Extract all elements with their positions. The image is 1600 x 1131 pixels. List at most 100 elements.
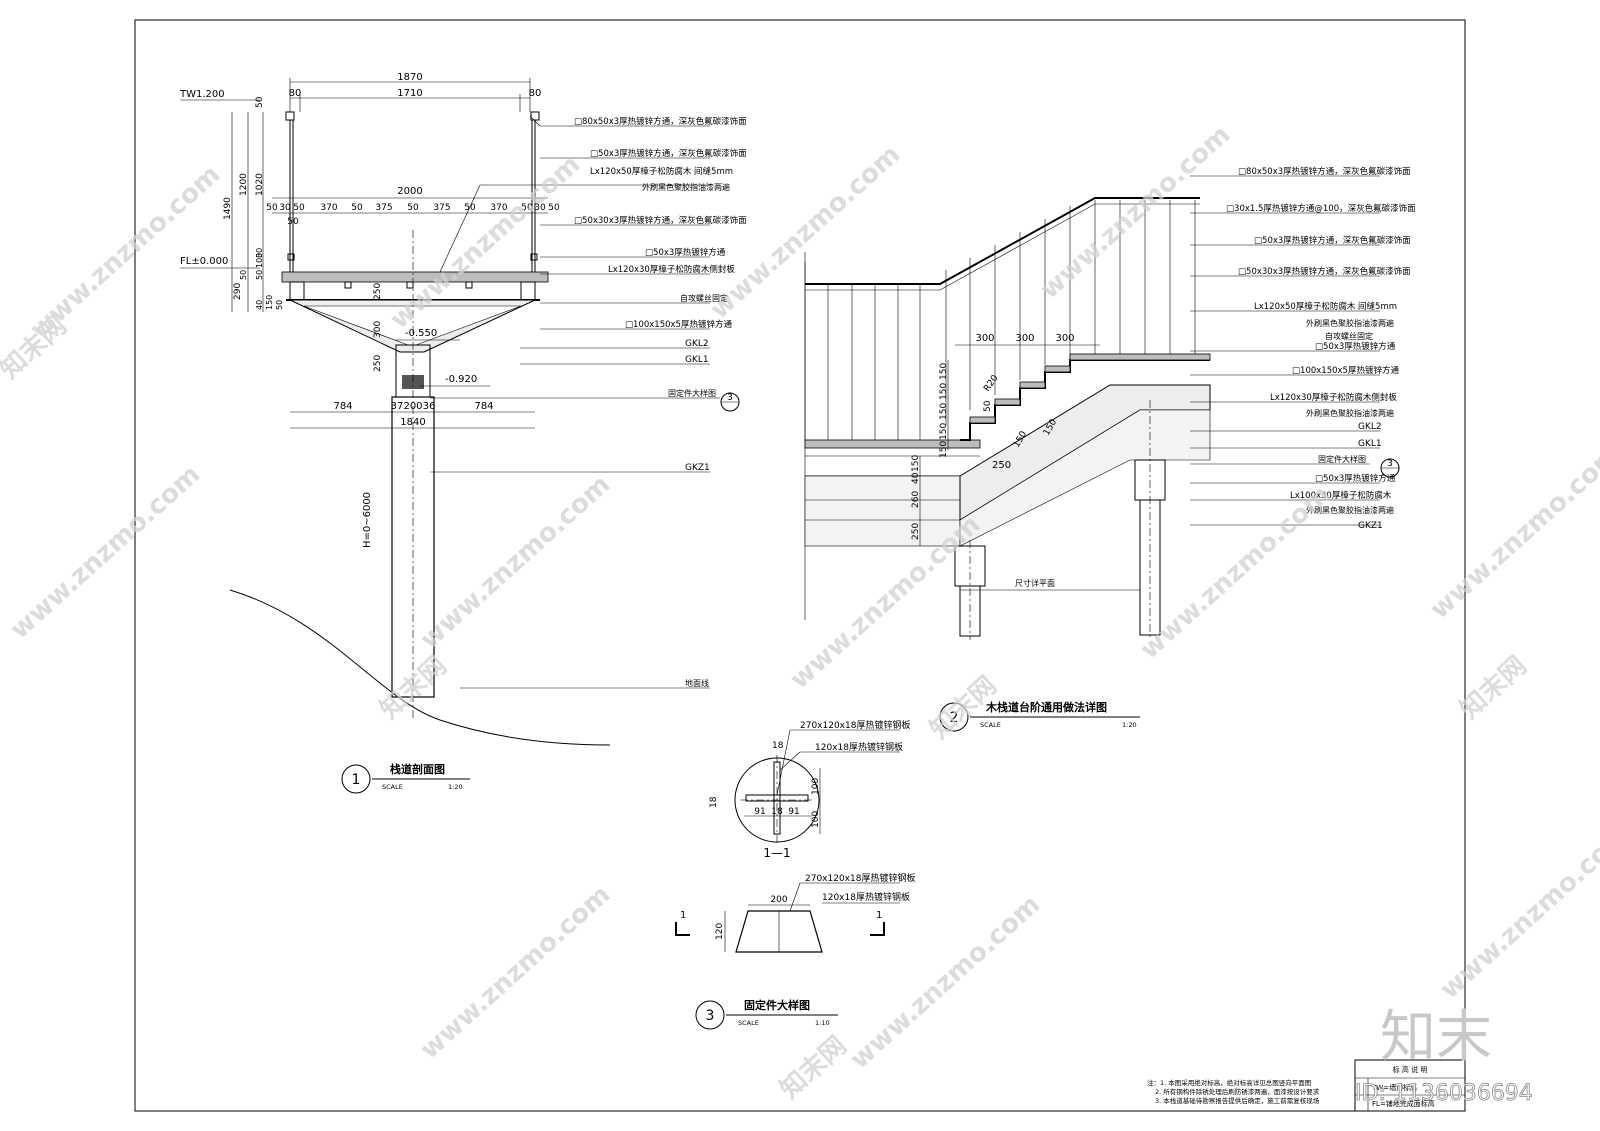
d1-callout-11: 固定件大样图 xyxy=(668,388,716,398)
wm-site-3: www.znzmo.com xyxy=(705,139,907,325)
stair-lower-deck xyxy=(804,439,981,449)
dim-80-left: 80 xyxy=(289,88,302,99)
d3-scale: 1:10 xyxy=(815,1019,830,1027)
dim-80-right: 80 xyxy=(529,88,542,99)
dim-1870: 1870 xyxy=(397,72,422,83)
dim-v-9: 40 xyxy=(255,300,264,310)
ground-line xyxy=(229,589,611,746)
d1-callout-12: GKZ1 xyxy=(685,463,710,473)
d3-plate2: 120x18厚热镀锌钢板 xyxy=(815,741,903,753)
dim-row-1: 30 xyxy=(279,203,291,213)
wm-site-6: www.znzmo.com xyxy=(415,469,617,655)
d2-ref-mark: 3 xyxy=(1387,459,1393,469)
wm-site-11: www.znzmo.com xyxy=(1435,819,1600,1005)
note-1: 注：1. 本图采用绝对标高，绝对标高详见总图竖向平面图 xyxy=(1147,1078,1311,1087)
brand-logo: 知末 ID: 1136036694 xyxy=(1355,1005,1534,1106)
d3-d18a: 18 xyxy=(772,741,784,751)
d2-scale-label: SCALE xyxy=(980,721,1001,729)
d1-number: 1 xyxy=(352,772,361,788)
d3-cut-right: 1 xyxy=(876,910,882,921)
dim-200: 200 xyxy=(403,401,422,412)
d2-left-3: 250 xyxy=(911,523,921,540)
wm-site-4: www.znzmo.com xyxy=(1035,119,1237,305)
d3-plate1: 270x120x18厚热镀锌钢板 xyxy=(800,719,910,731)
dim-row-3: 370 xyxy=(320,203,337,213)
d1-title-circle xyxy=(341,764,371,794)
note-2: 2. 所有钢构件除锈处理后刷防锈漆两遍，面漆按设计要求 xyxy=(1155,1087,1320,1096)
d2-callout-1: □30x1.5厚热镀锌方通@100，深灰色氟碳漆饰面 xyxy=(1226,203,1416,214)
d2-callout-13: 固定件大样图 xyxy=(1318,454,1366,464)
d3-title-circle xyxy=(695,1000,725,1030)
watermark-id: ID: 1136036694 xyxy=(1355,1081,1533,1106)
dim-v-3: 1490 xyxy=(223,197,233,220)
d2-title-circle xyxy=(939,702,969,732)
level-0550: -0.550 xyxy=(405,328,437,339)
d3-cut-left: 1 xyxy=(680,910,686,921)
d3-title: 固定件大样图 xyxy=(744,998,810,1012)
level-fl: FL±0.000 xyxy=(180,256,228,267)
d1-callout-9: GKL2 xyxy=(685,339,709,349)
dim-v-0: 50 xyxy=(255,96,265,108)
dim-row-7: 375 xyxy=(433,203,450,213)
d1-scale-label: SCALE xyxy=(382,783,403,791)
d2-callout-3: □50x30x3厚热镀锌方通，深灰色氟碳漆饰面 xyxy=(1238,266,1411,277)
dim-row-6: 50 xyxy=(407,203,419,213)
wm-site-9: www.znzmo.com xyxy=(415,879,617,1065)
d2-tread-2: 300 xyxy=(1055,333,1074,344)
d3-d100a: 100 xyxy=(811,778,821,795)
d2-number: 2 xyxy=(950,710,959,726)
d3-bot-0: 91 xyxy=(754,807,765,817)
d2-landing: 250 xyxy=(992,460,1011,471)
d2-riser-0: 150 xyxy=(939,363,949,380)
d2-tread-0: 300 xyxy=(975,333,994,344)
dim-row-4: 50 xyxy=(351,203,363,213)
legend-row-2: FL=铺地完成面标高 xyxy=(1372,1099,1435,1108)
dim-250b: 250 xyxy=(373,355,383,372)
wm-site-5: www.znzmo.com xyxy=(5,459,207,645)
dim-1710: 1710 xyxy=(397,88,422,99)
d2-tread-1: 300 xyxy=(1015,333,1034,344)
dim-column-height: H=0~6000 xyxy=(362,492,373,548)
stair-handrail xyxy=(805,197,1200,285)
dim-row-12: 50 xyxy=(548,203,560,213)
general-notes: 注：1. 本图采用绝对标高，绝对标高详见总图竖向平面图 2. 所有钢构件除锈处理… xyxy=(1147,1078,1320,1105)
d2-callout-8: □100x150x5厚热镀锌方通 xyxy=(1292,365,1399,376)
elevation-legend: 标 高 说 明 TW=墙顶标高 FL=铺地完成面标高 xyxy=(1354,1059,1466,1112)
d2-left-0: 150 xyxy=(911,455,921,472)
dim-v-4: 30 xyxy=(255,248,264,258)
d2-riser-4: 150 xyxy=(939,441,949,458)
d3-w200: 200 xyxy=(770,895,787,905)
d2-callout-4: Lx120x50厚樟子松防腐木 间缝5mm xyxy=(1254,301,1397,312)
d1-ref-mark: 3 xyxy=(727,393,733,403)
d2-callout-5: 外刷黑色聚胶指油漆两遍 xyxy=(1306,318,1394,328)
d1-callout-0: □80x50x3厚热镀锌方通，深灰色氟碳漆饰面 xyxy=(574,116,747,127)
wm-site-10: www.znzmo.com xyxy=(845,889,1047,1075)
d2-riser-3: 150 xyxy=(939,423,949,440)
d2-left-2: 260 xyxy=(911,491,921,508)
d1-title: 栈道剖面图 xyxy=(390,762,445,776)
logo-text: 知末 xyxy=(1380,1005,1492,1070)
d3-section-label: 1—1 xyxy=(763,846,790,860)
d2-callout-9: Lx120x30厚樟子松防腐木侧封板 xyxy=(1270,392,1397,403)
d2-callout-11: GKL2 xyxy=(1358,422,1382,432)
dim-row-0: 50 xyxy=(266,203,278,213)
d1-callout-3: 外刷黑色聚胶指油漆两遍 xyxy=(642,182,730,192)
d1-callout-13: 地面线 xyxy=(685,678,709,688)
dim-v-8: 290 xyxy=(233,283,243,300)
d2-left-1: 40 xyxy=(911,472,921,484)
dim-v-2: 1020 xyxy=(255,173,265,196)
dim-row-9: 370 xyxy=(490,203,507,213)
dim-250: 250 xyxy=(373,283,383,300)
d2-callout-15: Lx100x30厚樟子松防腐木 xyxy=(1290,490,1392,501)
d3-h120: 120 xyxy=(715,923,725,940)
d1-callout-7: 自攻螺丝固定 xyxy=(680,293,728,303)
dim-v-10: 150 xyxy=(265,295,274,310)
top-rail-left xyxy=(285,111,295,121)
dim-row-2: 50 xyxy=(293,203,305,213)
dim-v-5: 50 xyxy=(255,270,264,280)
wm-site-12: www.znzmo.com xyxy=(1425,439,1600,625)
d3-plate1-elev: 270x120x18厚热镀锌钢板 xyxy=(805,872,915,884)
d1-scale: 1:20 xyxy=(448,783,463,791)
d2-callout-16: 外刷黑色聚胶指油漆两遍 xyxy=(1306,505,1394,515)
